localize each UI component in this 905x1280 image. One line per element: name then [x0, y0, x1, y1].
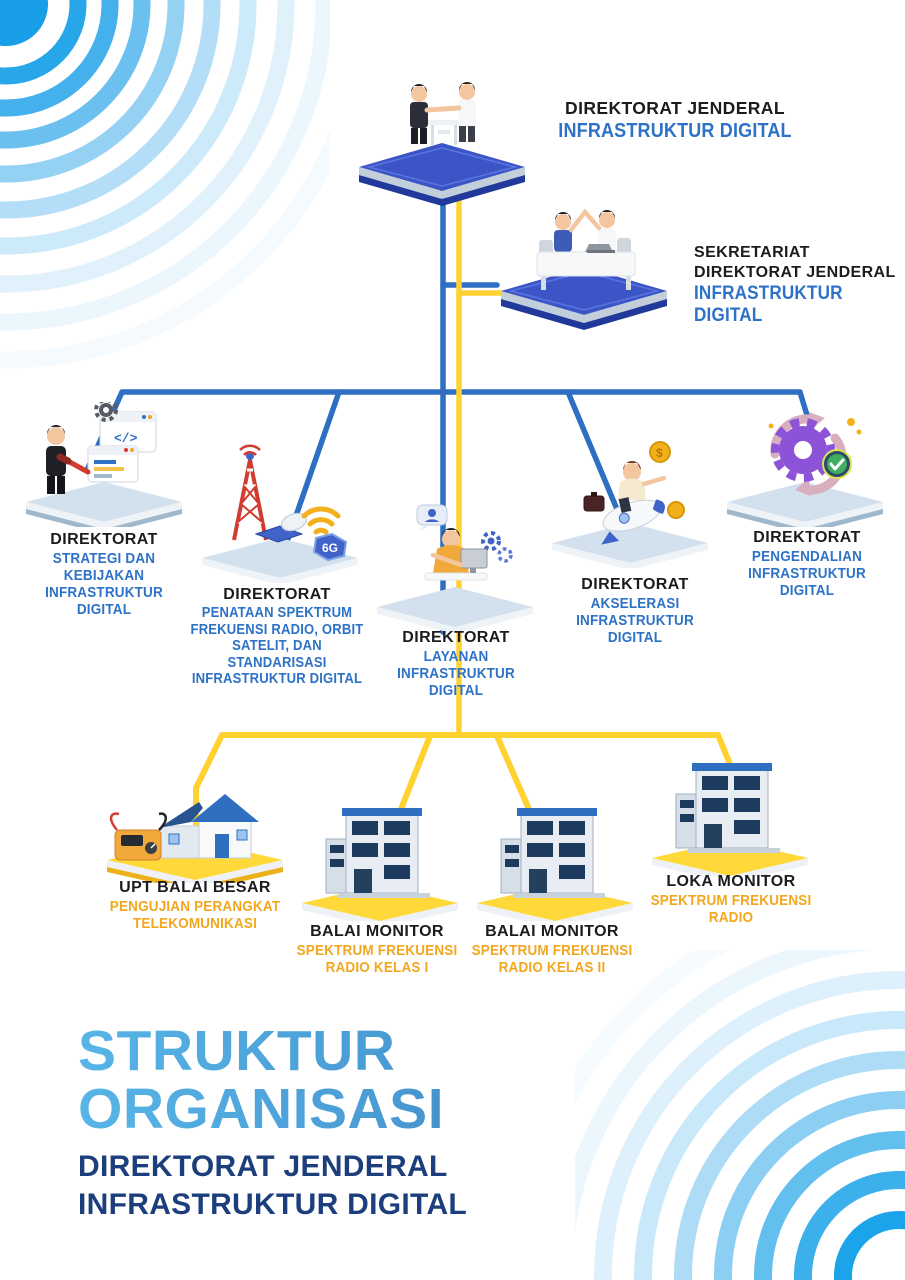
- house-multimeter-icon: [107, 794, 283, 883]
- directorate-strategi-line1: STRATEGI DAN KEBIJAKAN: [52, 550, 156, 585]
- balai-monitor-2-line1: SPEKTRUM FREKUENSI: [471, 942, 633, 959]
- directorate-pengendalian-title: DIREKTORAT: [753, 529, 861, 546]
- directorate-pengendalian-line2: INFRASTRUKTUR DIGITAL: [748, 565, 866, 600]
- gear-sync-check-icon: [727, 412, 883, 527]
- upt-balai-besar-title: UPT BALAI BESAR: [119, 879, 271, 896]
- balai-monitor-1-label: BALAI MONITOR SPEKTRUM FREKUENSI RADIO K…: [286, 922, 468, 976]
- radio-tower-6g-wifi-icon: 6G: [202, 444, 358, 583]
- node-direktorat-akselerasi: $: [548, 438, 713, 568]
- loka-monitor-line2: RADIO: [708, 909, 754, 927]
- directorate-penataan-title: DIREKTORAT: [223, 586, 331, 603]
- engineer-code-windows-icon: </>: [26, 402, 182, 527]
- directorate-penataan-label: DIREKTORAT PENATAAN SPEKTRUM FREKUENSI R…: [178, 585, 376, 688]
- directorate-strategi-label: DIREKTORAT STRATEGI DAN KEBIJAKAN INFRAS…: [8, 530, 200, 618]
- node-loka-monitor: [648, 758, 813, 876]
- directorate-penataan-line1: PENATAAN SPEKTRUM: [201, 605, 353, 621]
- directorate-akselerasi-label: DIREKTORAT AKSELERASI INFRASTRUKTUR DIGI…: [546, 575, 724, 646]
- rocket-rider-coins-icon: $: [552, 441, 708, 568]
- upt-balai-besar-label: UPT BALAI BESAR PENGUJIAN PERANGKAT TELE…: [96, 878, 294, 932]
- loka-monitor-line1: SPEKTRUM FREKUENSI: [650, 892, 812, 909]
- concentric-rings-top-left-icon: [0, 0, 330, 369]
- sekretariat-label-line1: SEKRETARIAT: [694, 244, 810, 261]
- poster-subtitle-line2: INFRASTRUKTUR DIGITAL: [78, 1188, 468, 1222]
- sekretariat-label-line2: DIREKTORAT JENDERAL: [694, 264, 896, 281]
- handshake-meeting-icon: [359, 82, 525, 206]
- concentric-rings-bottom-right-icon: [575, 950, 905, 1280]
- directorate-akselerasi-line1: AKSELERASI: [590, 595, 680, 612]
- directorate-akselerasi-line2: INFRASTRUKTUR DIGITAL: [576, 612, 694, 647]
- poster-subtitle-line1: DIREKTORAT JENDERAL: [78, 1150, 448, 1184]
- poster-title-line2: ORGANISASI: [78, 1080, 638, 1138]
- directorate-strategi-line2: INFRASTRUKTUR DIGITAL: [45, 584, 163, 619]
- balai-monitor-2-label: BALAI MONITOR SPEKTRUM FREKUENSI RADIO K…: [461, 922, 643, 976]
- loka-monitor-label: LOKA MONITOR SPEKTRUM FREKUENSI RADIO: [640, 872, 822, 926]
- directorate-layanan-label: DIREKTORAT LAYANAN INFRASTRUKTUR DIGITAL: [370, 628, 542, 699]
- directorate-pengendalian-label: DIREKTORAT PENGENDALIAN INFRASTRUKTUR DI…: [713, 528, 901, 599]
- sekretariat-label: SEKRETARIAT DIREKTORAT JENDERAL INFRASTR…: [694, 243, 904, 326]
- node-sekretariat: [497, 192, 672, 332]
- node-direktorat-jenderal: [355, 68, 530, 208]
- upt-balai-besar-line2: TELEKOMUNIKASI: [132, 915, 258, 933]
- node-direktorat-strategi: </>: [22, 402, 187, 527]
- balai-monitor-2-line2: RADIO KELAS II: [498, 959, 606, 977]
- node-direktorat-layanan: [373, 497, 538, 632]
- node-direktorat-penataan: 6G: [198, 438, 363, 583]
- directorate-penataan-line3: SATELIT, DAN STANDARISASI: [227, 638, 327, 671]
- node-direktorat-pengendalian: [723, 402, 888, 527]
- balai-monitor-1-title: BALAI MONITOR: [310, 923, 444, 940]
- directorate-penataan-line4: INFRASTRUKTUR DIGITAL: [191, 671, 363, 688]
- directorate-penataan-line2: FREKUENSI RADIO, ORBIT: [190, 621, 364, 638]
- root-label-line2: INFRASTRUKTUR DIGITAL: [558, 119, 792, 142]
- svg-text:6G: 6G: [322, 541, 338, 555]
- node-balai-monitor-2: [473, 803, 638, 921]
- root-label: DIREKTORAT JENDERAL INFRASTRUKTUR DIGITA…: [525, 98, 825, 143]
- directorate-layanan-title: DIREKTORAT: [402, 629, 510, 646]
- directorate-layanan-line2: INFRASTRUKTUR DIGITAL: [397, 665, 515, 700]
- balai-monitor-1-line2: RADIO KELAS I: [325, 959, 429, 977]
- loka-monitor-title: LOKA MONITOR: [666, 873, 796, 890]
- directorate-akselerasi-title: DIREKTORAT: [581, 576, 689, 593]
- svg-text:</>: </>: [114, 431, 138, 446]
- monitor-building-icon: [477, 808, 633, 921]
- node-upt-balai-besar: [103, 768, 288, 883]
- balai-monitor-2-title: BALAI MONITOR: [485, 923, 619, 940]
- sekretariat-label-line3: INFRASTRUKTUR DIGITAL: [694, 283, 843, 326]
- monitor-building-icon: [652, 763, 808, 876]
- poster-title-line1: STRUKTUR: [78, 1022, 638, 1080]
- directorate-strategi-title: DIREKTORAT: [50, 531, 158, 548]
- team-highfive-desk-icon: [501, 208, 667, 330]
- service-desk-operator-icon: [377, 504, 533, 632]
- directorate-layanan-line1: LAYANAN: [423, 648, 489, 665]
- balai-monitor-1-line1: SPEKTRUM FREKUENSI: [296, 942, 458, 959]
- upt-balai-besar-line1: PENGUJIAN PERANGKAT: [109, 898, 281, 915]
- node-balai-monitor-1: [298, 803, 463, 921]
- svg-text:$: $: [656, 446, 663, 460]
- monitor-building-icon: [302, 808, 458, 921]
- poster-title-block: STRUKTUR ORGANISASI DIREKTORAT JENDERAL …: [78, 1022, 638, 1224]
- root-label-line1: DIREKTORAT JENDERAL: [565, 98, 785, 118]
- directorate-pengendalian-line1: PENGENDALIAN: [751, 548, 863, 565]
